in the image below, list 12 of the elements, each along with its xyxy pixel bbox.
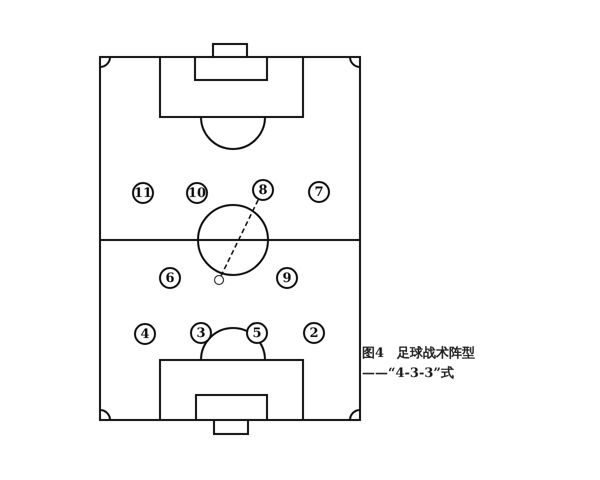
figure-caption: 图4 足球战术阵型——“4-3-3”式 bbox=[362, 345, 476, 383]
player-number-circle: 5 bbox=[246, 322, 268, 344]
player-number-circle: 2 bbox=[303, 322, 325, 344]
ball-circle bbox=[214, 275, 224, 285]
player-number-circle: 3 bbox=[190, 322, 212, 344]
player-number-circle: 4 bbox=[134, 323, 156, 345]
player-number-circle: 8 bbox=[252, 179, 274, 201]
player-number-circle: 6 bbox=[159, 267, 181, 289]
player-number-circle: 11 bbox=[132, 182, 154, 204]
player-number-circle: 7 bbox=[308, 181, 330, 203]
player-number-circle: 10 bbox=[186, 182, 208, 204]
player-number-circle: 9 bbox=[276, 267, 298, 289]
